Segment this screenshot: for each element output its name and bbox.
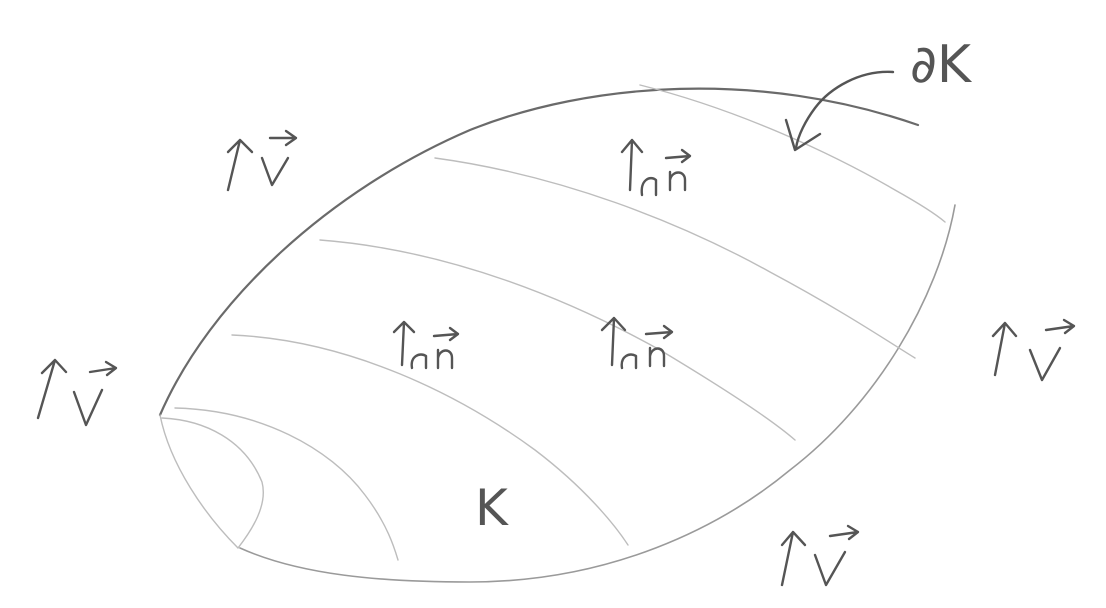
level-curve-3 xyxy=(319,239,796,441)
normal-vector-middle-left xyxy=(392,320,460,370)
inner-cap-curve xyxy=(161,417,264,549)
velocity-vector-right xyxy=(991,318,1076,382)
velocity-vector-bottom xyxy=(780,524,860,587)
normal-vector-middle-right xyxy=(600,316,674,370)
level-curve-2 xyxy=(231,334,629,546)
region-boundary-left-lower xyxy=(159,414,239,549)
normal-vector-top xyxy=(620,138,692,197)
boundary-pointer-arrow xyxy=(794,70,895,150)
level-curve-1 xyxy=(174,407,399,561)
level-curve-4 xyxy=(434,157,916,359)
region-boundary-upper xyxy=(158,87,920,417)
region-label: K xyxy=(475,479,509,537)
velocity-vector-top-left xyxy=(226,129,298,192)
boundary-label: ∂K xyxy=(910,35,973,95)
level-curve-5 xyxy=(639,84,946,223)
region-boundary-right xyxy=(239,204,956,583)
boundary-pointer-arrowhead xyxy=(784,118,822,152)
velocity-vector-left xyxy=(36,358,118,427)
